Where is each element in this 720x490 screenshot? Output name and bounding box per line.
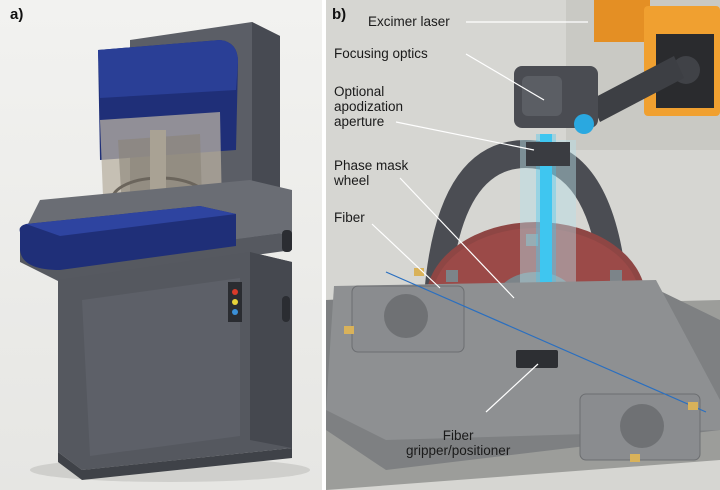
callout-phase-mask-line1: Phase mask: [334, 158, 409, 173]
leader-fiber-gripper: [485, 363, 539, 413]
panel-divider: [322, 0, 326, 490]
callout-gripper-line2: gripper/positioner: [406, 443, 511, 458]
callout-focusing-optics: Focusing optics: [334, 46, 428, 61]
phase-mask-writing-station-illustration: [326, 0, 720, 490]
callout-apodization-line3: aperture: [334, 114, 385, 129]
callout-fiber: Fiber: [334, 210, 365, 225]
callout-apodization-line1: Optional: [334, 84, 385, 99]
panel-b-label: b): [332, 6, 347, 23]
callout-excimer-laser: Excimer laser: [368, 14, 450, 29]
leader-apodization-aperture: [395, 121, 535, 151]
panel-a-label: a): [10, 6, 24, 23]
leader-focusing-optics: [465, 53, 545, 101]
callout-phase-mask-line2: wheel: [334, 173, 370, 188]
panel-b-cutaway-diagram: b) Excimer laser Focusing optics Optiona…: [326, 0, 720, 490]
callout-fiber-gripper-positioner: Fiber gripper/positioner: [406, 428, 510, 458]
callout-phase-mask-wheel: Phase mask wheel: [334, 158, 408, 188]
panel-a-machine-photo: a): [0, 0, 322, 490]
leader-phase-mask-wheel: [399, 177, 515, 299]
leader-fiber: [371, 223, 441, 289]
callout-apodization-line2: apodization: [334, 99, 404, 114]
callout-apodization-aperture: Optional apodization aperture: [334, 84, 403, 129]
callout-gripper-line1: Fiber: [442, 428, 474, 443]
fiber-grating-machine-illustration: [19, 22, 310, 482]
